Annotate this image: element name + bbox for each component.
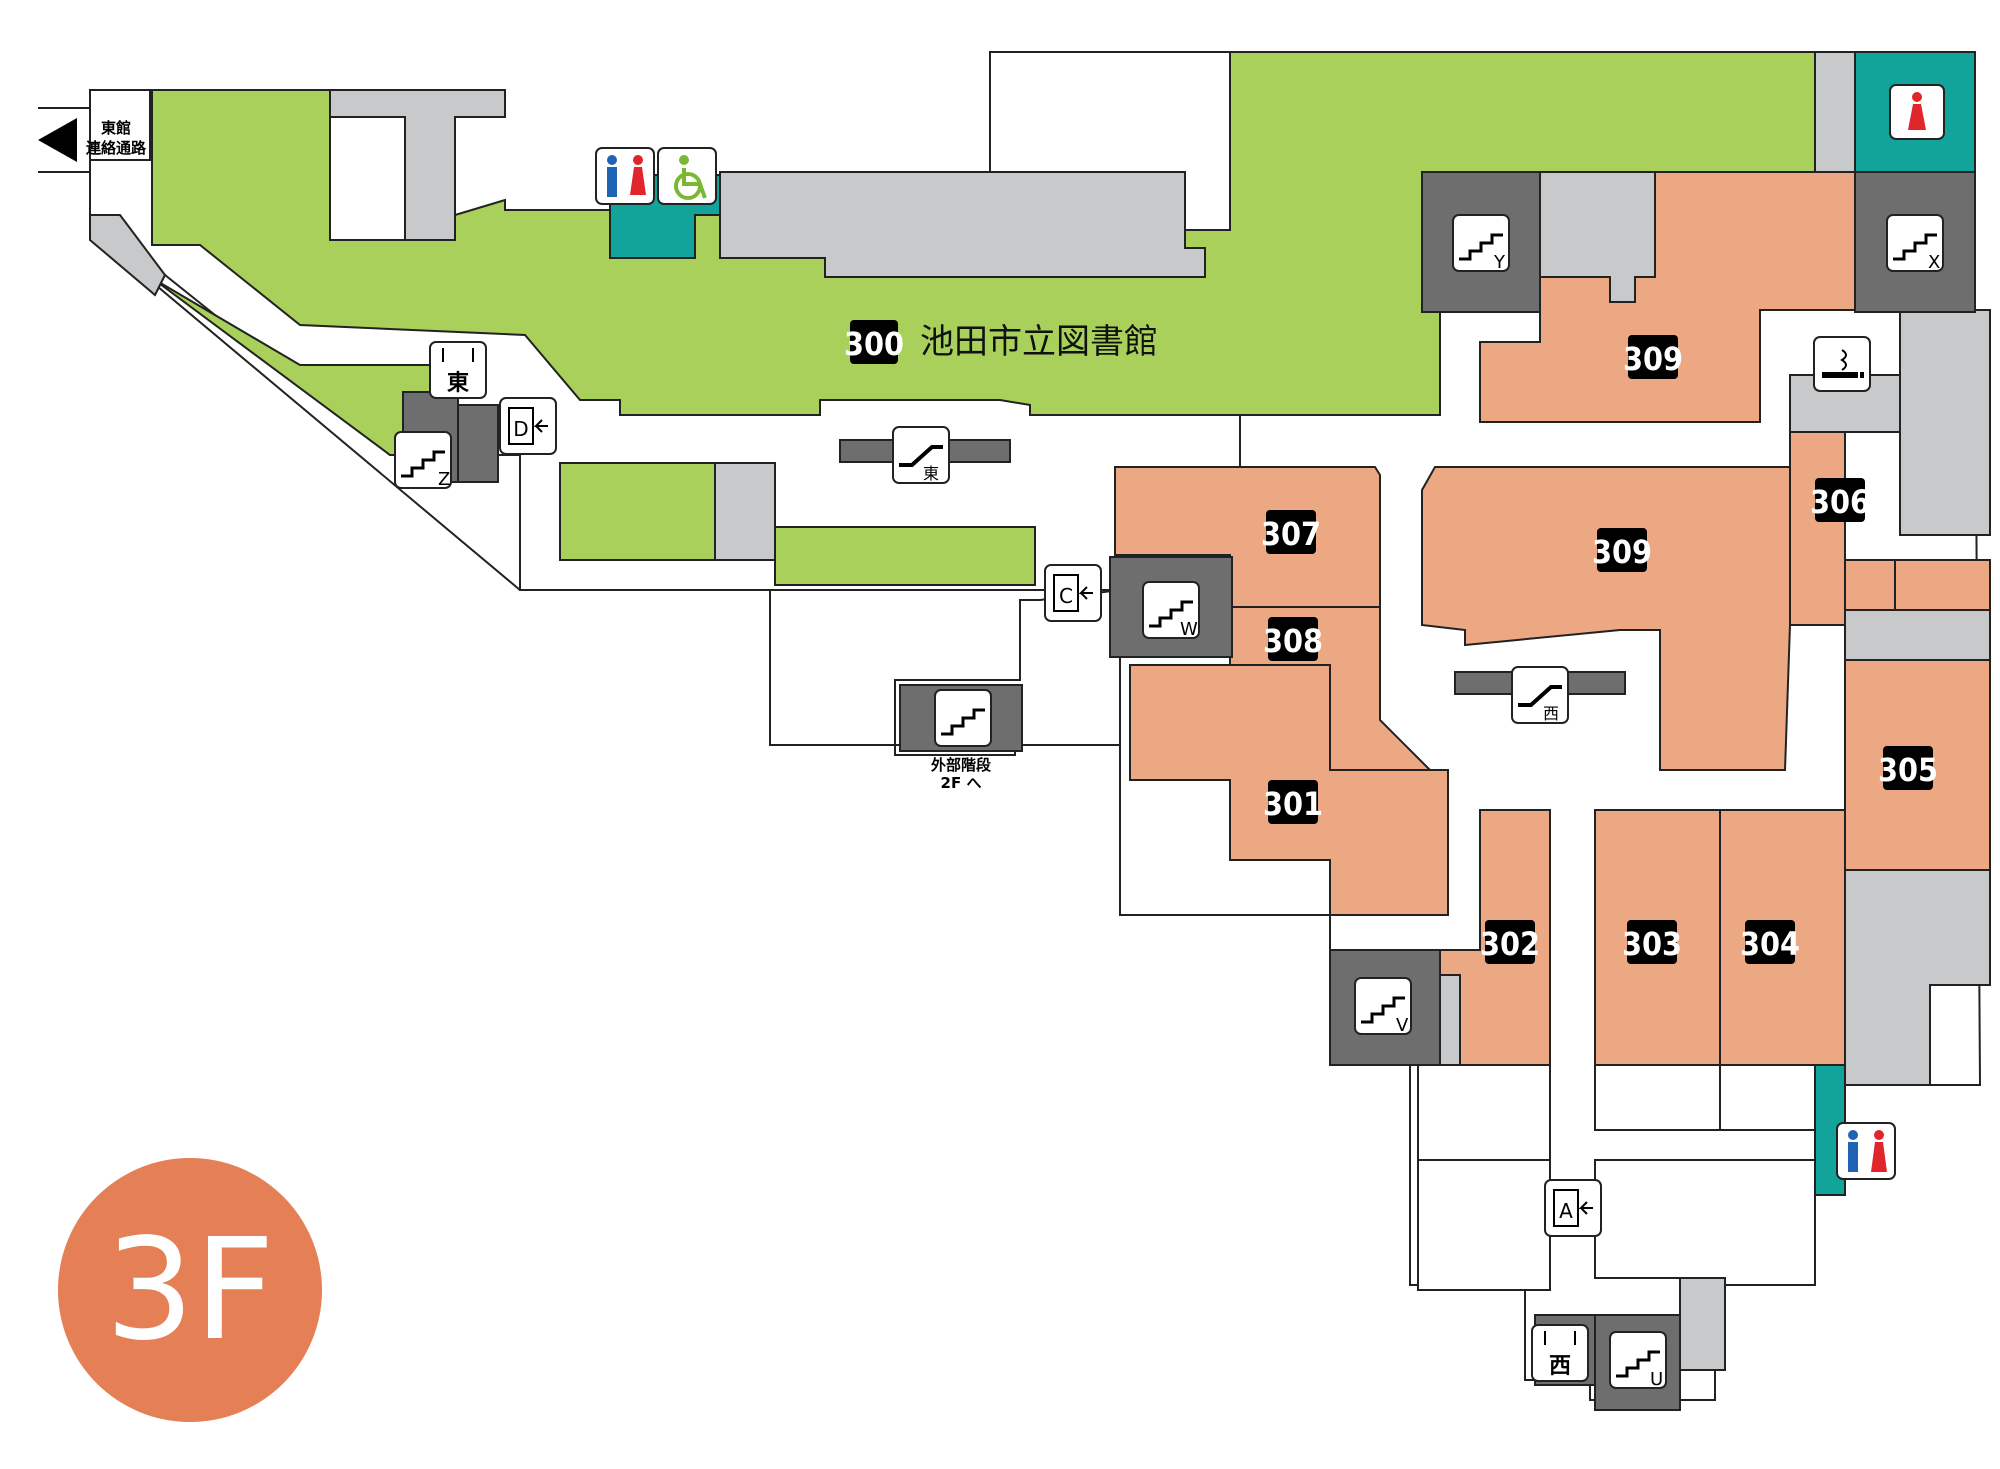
escalator-west-icon: 西 — [1511, 666, 1569, 724]
stairs-x-icon: X — [1886, 214, 1944, 273]
svg-text:303: 303 — [1622, 925, 1682, 963]
svg-text:2F へ: 2F へ — [941, 774, 982, 792]
svg-text:U: U — [1650, 1369, 1663, 1390]
unit-label-302: 302 — [1480, 920, 1540, 964]
svg-text:308: 308 — [1263, 622, 1323, 660]
facility-icons — [595, 84, 1945, 1180]
elevator-west-icon: 西 — [1531, 1324, 1589, 1382]
external-stairs-label: 外部階段 2F へ — [930, 756, 991, 792]
unit-label-306: 306 — [1810, 478, 1870, 522]
stairs-y-icon: Y — [1452, 214, 1510, 273]
svg-text:301: 301 — [1263, 785, 1323, 823]
unit-labels: 309 309 307 308 306 301 305 302 303 304 — [1261, 335, 1938, 964]
east-connection-line2: 連絡通路 — [86, 139, 147, 157]
east-connection-line1: 東館 — [101, 119, 131, 137]
svg-text:Y: Y — [1493, 252, 1506, 273]
stairs-external-icon — [934, 689, 992, 747]
escalator-icons: 東 西 — [892, 426, 1569, 724]
svg-text:西: 西 — [1549, 1354, 1571, 1379]
library-room-a — [559, 462, 716, 561]
elevator-east-icon: 東 — [429, 341, 487, 399]
svg-text:306: 306 — [1810, 483, 1870, 521]
unit-label-304: 304 — [1740, 920, 1800, 964]
escalator-east-icon: 東 — [892, 426, 950, 484]
svg-text:309: 309 — [1623, 340, 1683, 378]
east-connection-marker: 東館 連絡通路 — [38, 107, 147, 173]
unit-label-303: 303 — [1622, 920, 1682, 964]
svg-text:東: 東 — [447, 371, 469, 396]
stairs-u-icon: U — [1609, 1331, 1667, 1390]
library-name: 池田市立図書館 — [920, 322, 1158, 362]
library-label: 300 池田市立図書館 — [844, 320, 1158, 364]
service-areas — [89, 51, 1991, 1371]
stair-blocks — [402, 171, 1976, 1411]
smoking-area-icon — [1813, 336, 1871, 392]
stairs-z-icon: Z — [394, 431, 452, 490]
stair-icons: Z Y X W V U — [394, 214, 1944, 1390]
floor-badge: 3F — [58, 1158, 322, 1422]
svg-text:W: W — [1180, 619, 1198, 640]
svg-text:302: 302 — [1480, 925, 1540, 963]
unit-309-north — [1479, 171, 1856, 423]
female-toilet-icon — [1889, 84, 1945, 140]
svg-text:V: V — [1396, 1015, 1409, 1036]
entrance-c-icon: C — [1044, 564, 1102, 622]
stairs-w-icon: W — [1142, 581, 1200, 640]
unit-label-308: 308 — [1263, 617, 1323, 661]
entrance-a-icon: A — [1544, 1179, 1602, 1237]
entrance-icons: D C A — [499, 397, 1602, 1237]
svg-text:X: X — [1928, 252, 1940, 273]
svg-text:309: 309 — [1592, 533, 1652, 571]
unit-label-305: 305 — [1878, 746, 1938, 790]
elevator-icons: 東 西 — [429, 341, 1589, 1382]
accessible-toilet-icon — [657, 147, 717, 205]
stairs-v-icon: V — [1354, 977, 1412, 1036]
library-number: 300 — [844, 325, 904, 363]
unit-label-301: 301 — [1263, 780, 1323, 824]
svg-text:C: C — [1059, 584, 1073, 608]
svg-text:西: 西 — [1543, 704, 1559, 723]
svg-text:D: D — [513, 417, 528, 441]
svg-text:305: 305 — [1878, 751, 1938, 789]
svg-text:304: 304 — [1740, 925, 1800, 963]
unit-label-309-north: 309 — [1623, 335, 1683, 379]
svg-text:外部階段: 外部階段 — [930, 756, 991, 774]
floor-badge-text: 3F — [105, 1209, 275, 1372]
unit-label-307: 307 — [1261, 510, 1321, 554]
library-room-b — [774, 526, 1036, 586]
svg-text:307: 307 — [1261, 515, 1321, 553]
entrance-d-icon: D — [499, 397, 557, 455]
west-arrow-icon — [38, 118, 77, 162]
back-rooms — [1417, 1064, 1836, 1291]
svg-text:Z: Z — [438, 469, 450, 490]
unit-label-309-center: 309 — [1592, 528, 1652, 572]
male-female-toilet-icon-southeast — [1836, 1122, 1896, 1180]
svg-text:東: 東 — [923, 464, 939, 483]
svg-text:A: A — [1559, 1199, 1573, 1223]
male-female-toilet-icon — [595, 147, 655, 205]
